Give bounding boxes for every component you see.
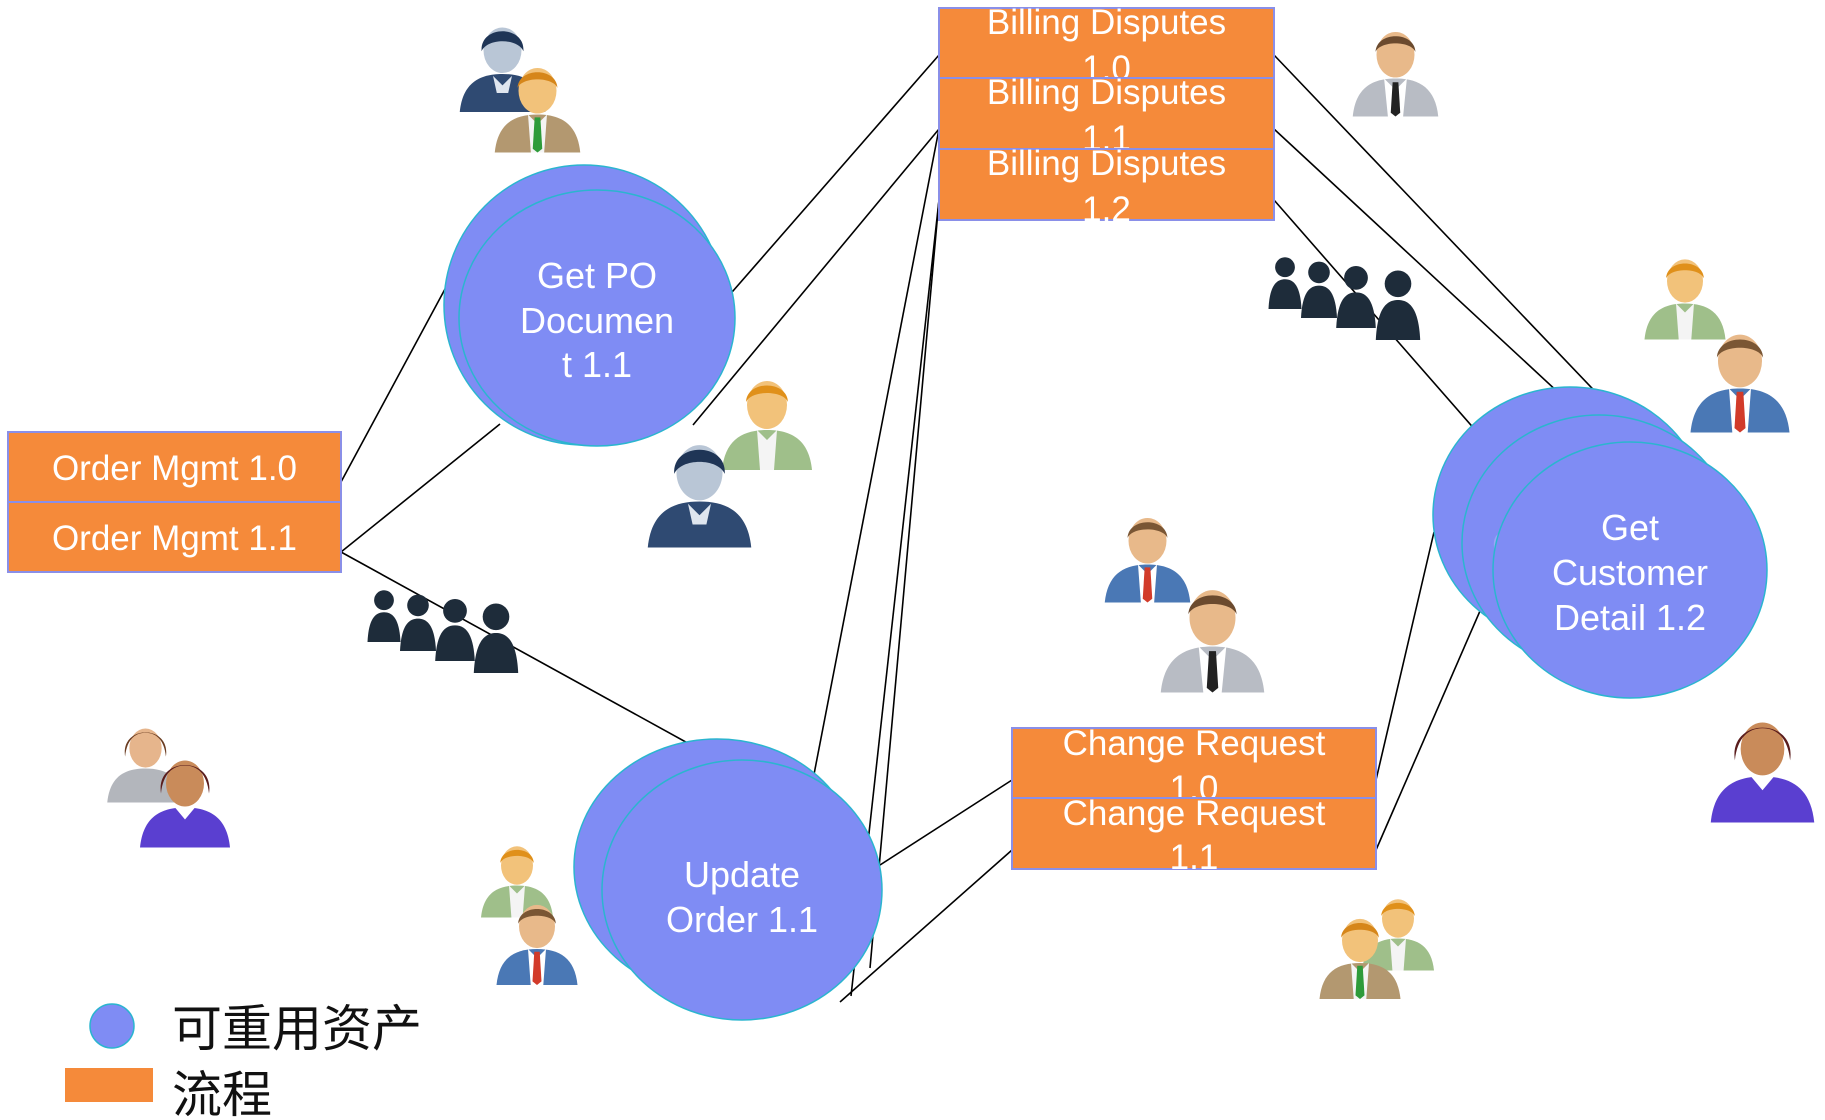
process-om10: Order Mgmt 1.0 bbox=[7, 431, 342, 503]
connector-line bbox=[809, 128, 940, 796]
connector-line bbox=[692, 128, 940, 426]
process-label: Change Request bbox=[1063, 794, 1326, 833]
asset-label: Get bbox=[1601, 507, 1659, 548]
legend-asset-swatch bbox=[89, 1003, 135, 1049]
legend-process-swatch bbox=[65, 1068, 153, 1102]
process-box bbox=[938, 77, 1275, 150]
process-label: 1.1 bbox=[1170, 838, 1219, 877]
process-box bbox=[1011, 727, 1377, 799]
process-label: Billing Disputes bbox=[987, 73, 1226, 112]
process-om11: Order Mgmt 1.1 bbox=[7, 501, 342, 573]
process-box bbox=[1011, 797, 1377, 870]
process-label: Order Mgmt 1.0 bbox=[52, 449, 297, 488]
two-people-icon bbox=[1104, 517, 1265, 693]
connector-line bbox=[340, 551, 714, 758]
process-box bbox=[938, 148, 1275, 221]
two-people-icon bbox=[1319, 899, 1434, 999]
process-label: Billing Disputes bbox=[987, 3, 1226, 42]
businesswoman-icon bbox=[1710, 722, 1815, 823]
businessman-icon bbox=[1352, 31, 1439, 117]
connector-line bbox=[1375, 587, 1491, 851]
connector-line bbox=[718, 54, 940, 308]
asset-label: Detail 1.2 bbox=[1554, 597, 1706, 638]
asset-circle bbox=[601, 759, 883, 1021]
asset-label: Documen bbox=[520, 300, 674, 341]
process-label: 1.2 bbox=[1082, 190, 1131, 229]
people-group-icon bbox=[367, 590, 519, 673]
businesswoman-icon bbox=[107, 728, 230, 848]
connector-line bbox=[1375, 531, 1435, 781]
asset-label: Order 1.1 bbox=[666, 899, 818, 940]
connector-line bbox=[869, 199, 940, 969]
process-bd12: Billing Disputes 1.2 bbox=[938, 144, 1275, 229]
asset-label: Get PO bbox=[537, 255, 657, 296]
process-label: Order Mgmt 1.1 bbox=[52, 519, 297, 558]
asset-label: Customer bbox=[1552, 552, 1708, 593]
people-group-icon bbox=[1268, 257, 1421, 340]
process-cr11: Change Request 1.1 bbox=[1011, 794, 1377, 877]
asset-circle bbox=[458, 189, 736, 447]
asset-circle bbox=[1492, 441, 1768, 699]
asset-label: t 1.1 bbox=[562, 344, 632, 385]
legend-asset-label: 可重用资产 bbox=[172, 1000, 422, 1058]
process-label: Billing Disputes bbox=[987, 144, 1226, 183]
two-people-icon bbox=[1644, 259, 1790, 433]
process-box bbox=[938, 7, 1275, 79]
process-label: Change Request bbox=[1063, 724, 1326, 763]
process-box bbox=[7, 501, 342, 573]
two-people-icon bbox=[481, 846, 578, 985]
connector-line bbox=[1273, 128, 1602, 433]
two-people-icon bbox=[459, 27, 581, 153]
legend-process-label: 流程 bbox=[172, 1066, 272, 1120]
asset-label: Update bbox=[684, 854, 800, 895]
legend: 可重用资产 流程 bbox=[65, 1000, 422, 1120]
connector-line bbox=[340, 423, 501, 553]
connector-line bbox=[839, 849, 1013, 1003]
